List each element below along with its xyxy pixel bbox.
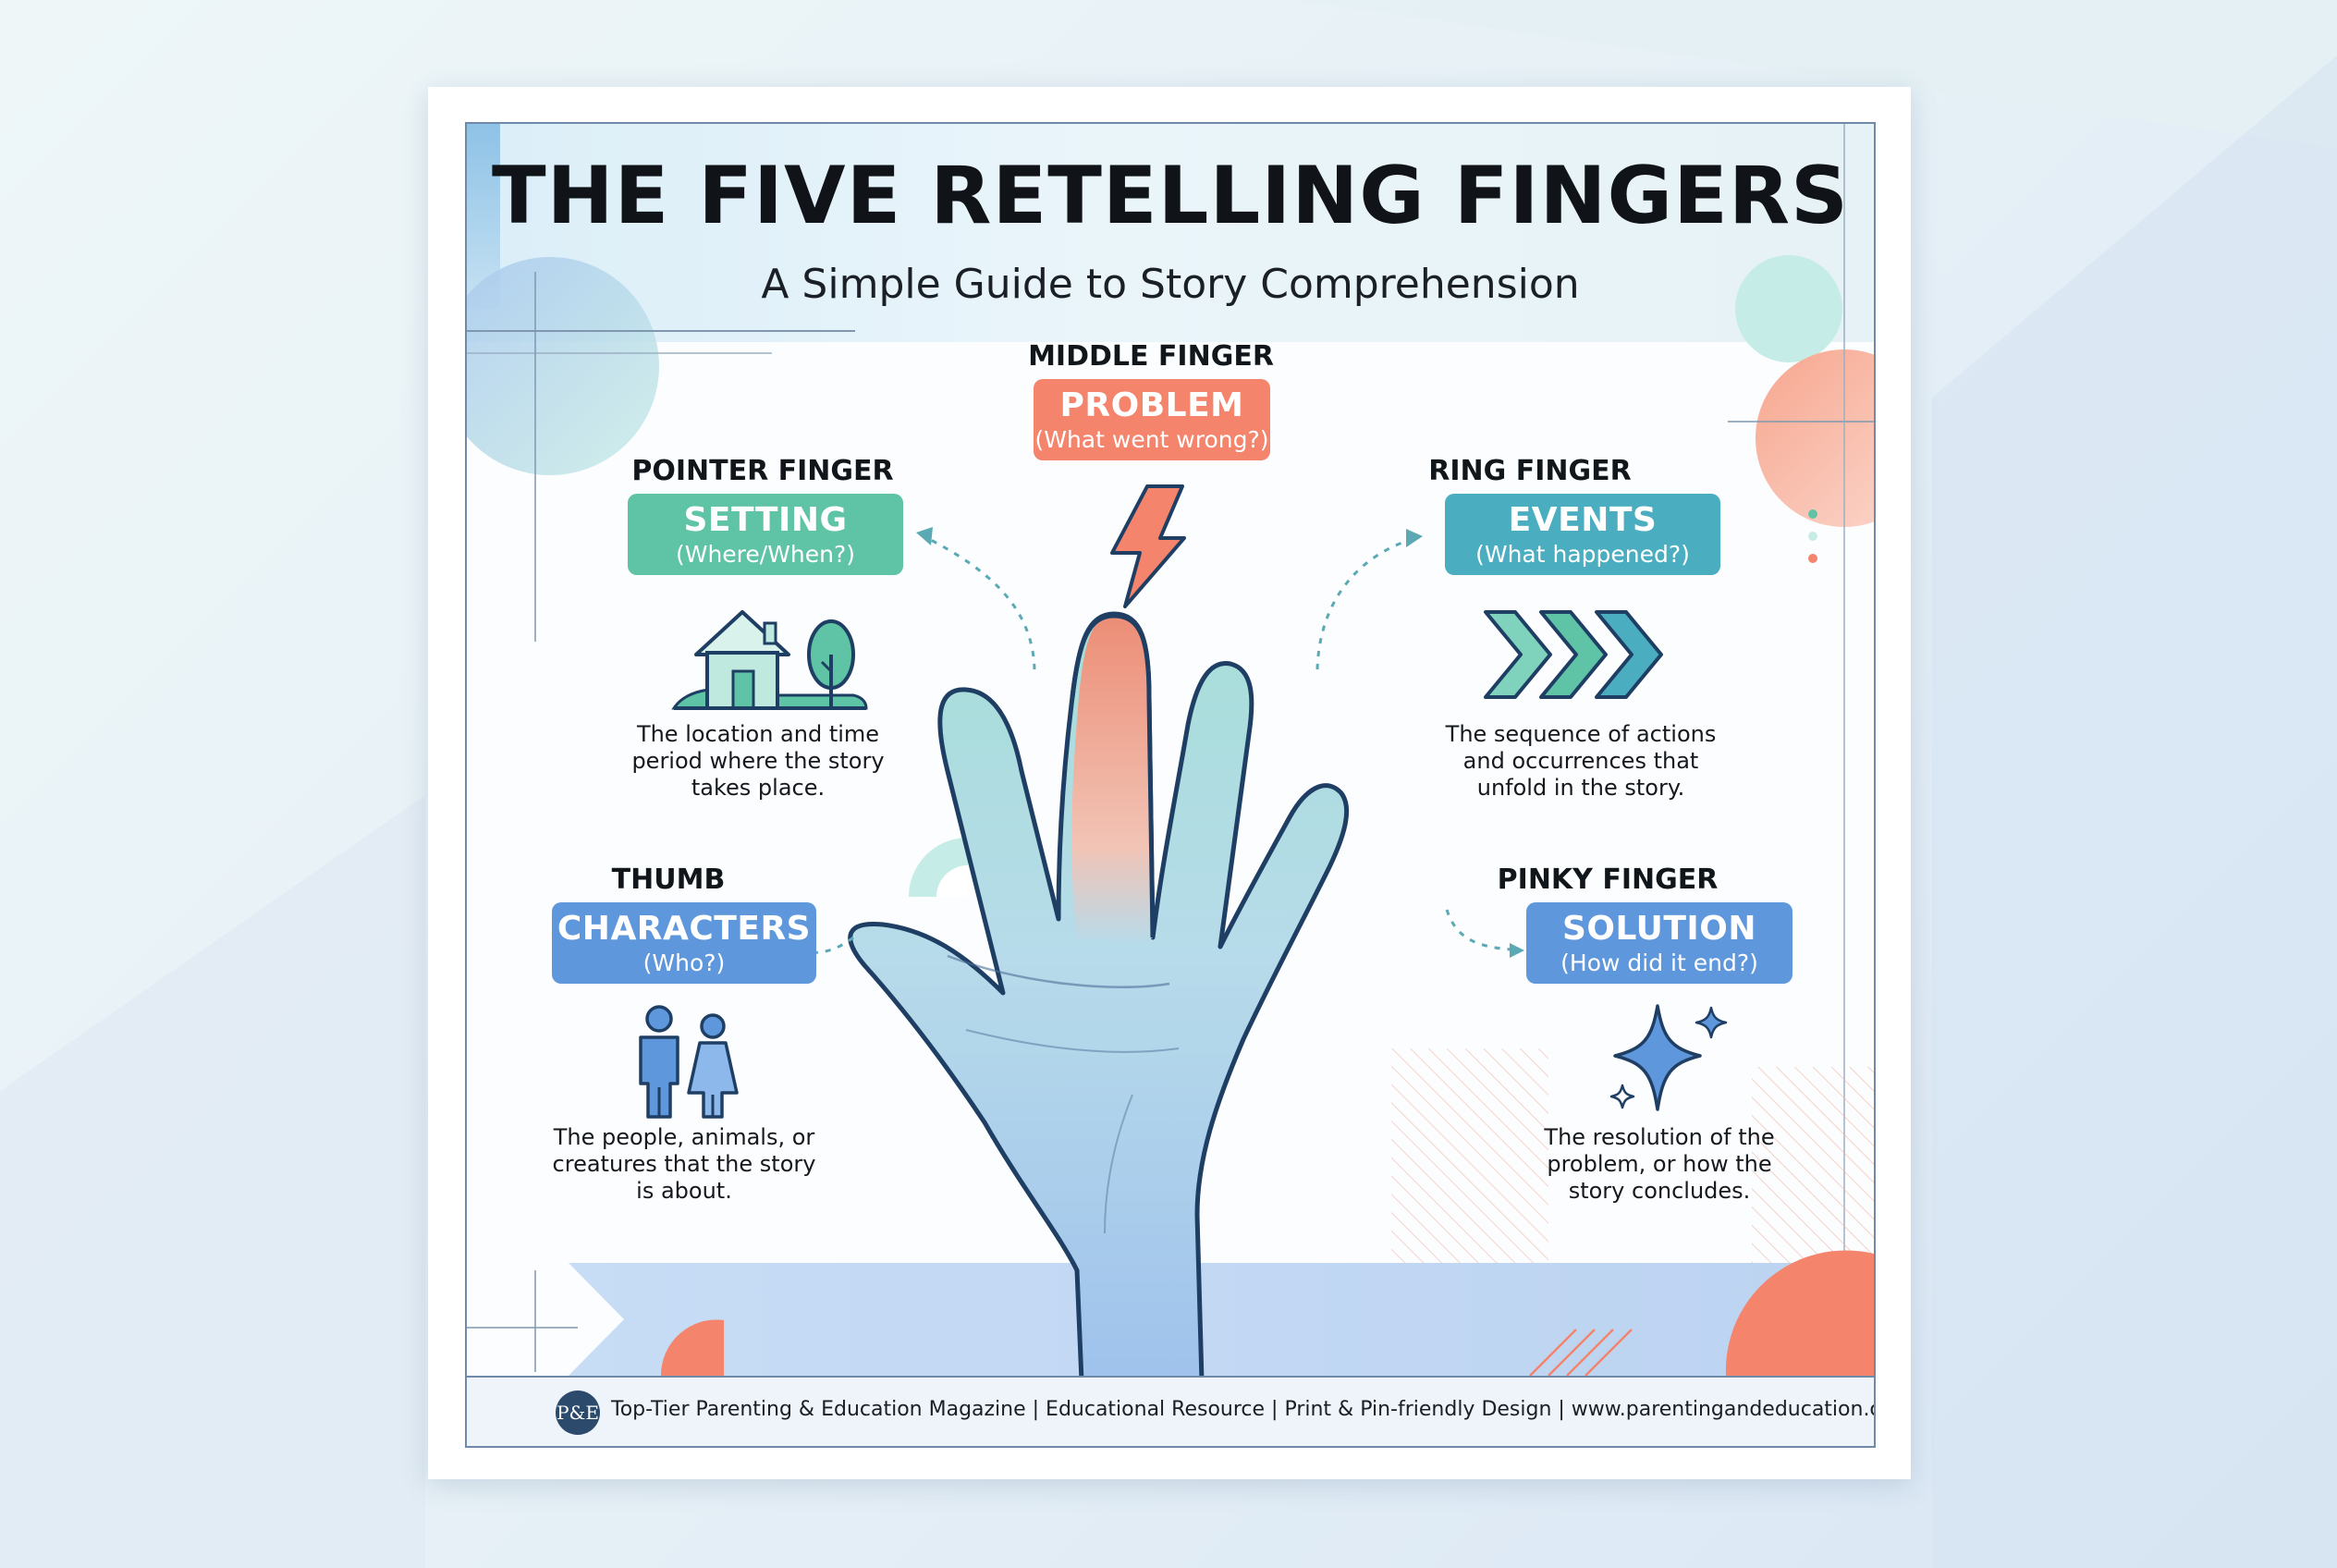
solution-tag: SOLUTION (How did it end?) — [1526, 902, 1793, 984]
setting-description: The location and time period where the s… — [631, 721, 885, 801]
events-description: The sequence of actions and occurrences … — [1445, 721, 1717, 801]
events-tag-question: (What happened?) — [1475, 541, 1690, 568]
characters-tag-title: CHARACTERS — [557, 910, 812, 948]
setting-tag-question: (Where/When?) — [675, 541, 856, 568]
solution-description: The resolution of the problem, or how th… — [1544, 1124, 1775, 1204]
characters-tag-question: (Who?) — [642, 949, 726, 976]
footer-text: Top-Tier Parenting & Education Magazine … — [611, 1398, 1876, 1421]
characters-description: The people, animals, or creatures that t… — [552, 1124, 816, 1204]
page-title: THE FIVE RETELLING FINGERS — [491, 150, 1849, 242]
poster-frame: THE FIVE RETELLING FINGERS A Simple Guid… — [465, 122, 1876, 1448]
middle-finger-label: MIDDLE FINGER — [1028, 340, 1274, 373]
decorative-shapes — [467, 124, 1874, 1377]
solution-tag-question: (How did it end?) — [1560, 949, 1758, 976]
solution-tag-title: SOLUTION — [1561, 910, 1757, 948]
pointer-finger-label: POINTER FINGER — [631, 455, 894, 487]
events-tag-title: EVENTS — [1508, 501, 1658, 539]
lightning-bolt-icon — [1110, 484, 1186, 608]
pinky-finger-label: PINKY FINGER — [1497, 864, 1719, 896]
thumb-label: THUMB — [611, 864, 726, 896]
house-tree-icon — [671, 610, 868, 710]
hand-icon — [848, 611, 1350, 1384]
chevron-arrows-icon — [1484, 610, 1663, 699]
problem-tag: PROBLEM (What went wrong?) — [1034, 379, 1270, 460]
setting-tag: SETTING (Where/When?) — [628, 494, 903, 575]
footer: P&E Top-Tier Parenting & Education Magaz… — [467, 1376, 1876, 1446]
poster: THE FIVE RETELLING FINGERS A Simple Guid… — [428, 87, 1911, 1479]
publisher-logo: P&E — [556, 1390, 600, 1435]
sparkle-icon — [1609, 1004, 1728, 1111]
events-tag: EVENTS (What happened?) — [1445, 494, 1720, 575]
ring-finger-label: RING FINGER — [1428, 455, 1632, 487]
header-band — [467, 124, 1874, 342]
problem-tag-title: PROBLEM — [1059, 386, 1244, 424]
setting-tag-title: SETTING — [683, 501, 848, 539]
page-subtitle: A Simple Guide to Story Comprehension — [761, 261, 1580, 308]
characters-tag: CHARACTERS (Who?) — [552, 902, 816, 984]
problem-tag-question: (What went wrong?) — [1034, 426, 1269, 453]
people-icon — [639, 1005, 739, 1119]
